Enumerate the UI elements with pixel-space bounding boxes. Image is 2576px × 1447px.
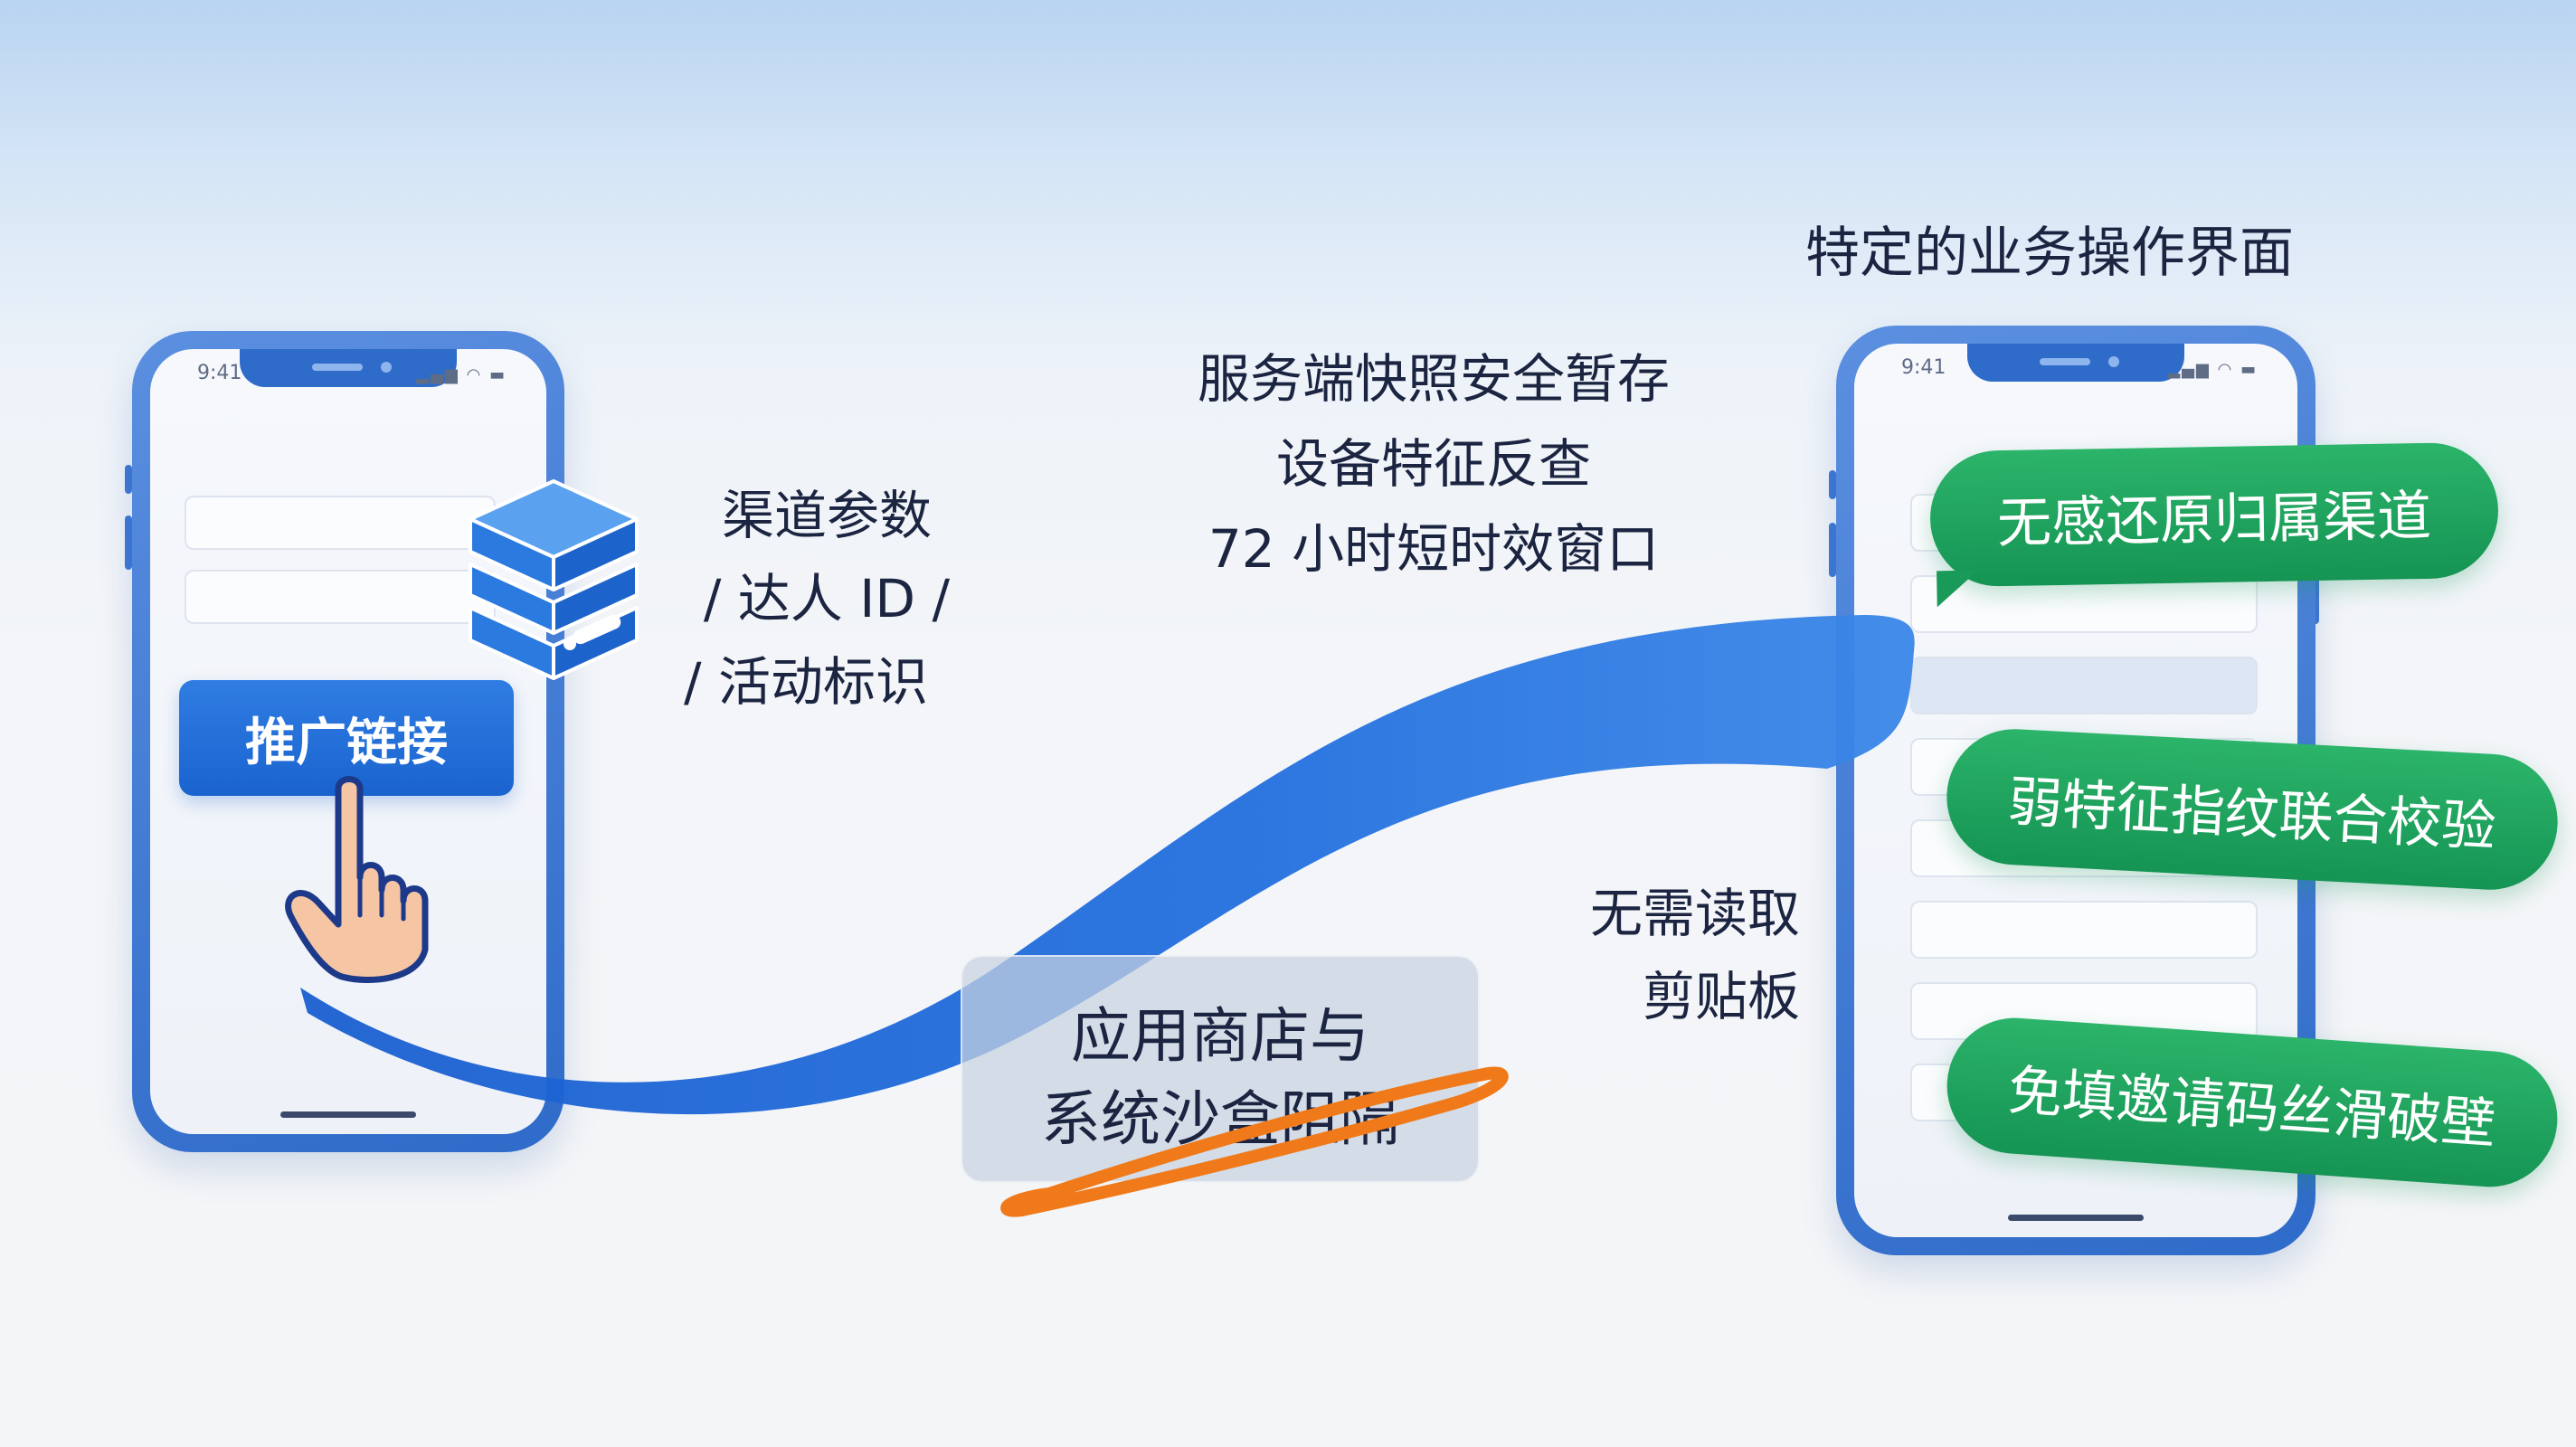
right-phone-status-time: 9:41 (1901, 356, 1946, 379)
sandbox-barrier-box: 应用商店与 系统沙盒阻隔 (961, 955, 1480, 1183)
right-phone-side-button (1829, 523, 1836, 577)
left-phone-home-bar (280, 1111, 416, 1118)
pill-fingerprint-check-label: 弱特征指纹联合校验 (2006, 770, 2498, 859)
flow-ribbon-shape (300, 615, 1915, 1115)
left-phone-input-field (185, 496, 496, 550)
pointing-hand-icon (285, 776, 429, 984)
left-phone-notch (240, 349, 457, 387)
pill-restore-channel-label: 无感还原归属渠道 (1996, 484, 2432, 555)
server-label-line3: 72 小时短时效窗口 (1208, 518, 1660, 580)
pill-no-invite-code-label: 免填邀请码丝滑破壁 (2005, 1058, 2498, 1157)
params-label-line3: / 活动标识 (684, 651, 928, 713)
pill-restore-channel: 无感还原归属渠道 (1928, 441, 2500, 608)
server-label-line2: 设备特征反查 (1275, 433, 1591, 495)
right-phone-list-row-highlight (1910, 657, 2258, 714)
server-label: 服务端快照安全暂存 设备特征反查 72 小时短时效窗口 (1167, 336, 1700, 591)
left-phone-input-field (185, 570, 496, 624)
right-phone-status-icons: ▂▄▆ ◠ ▬ (2167, 360, 2258, 379)
sandbox-label-line1: 应用商店与 (1071, 1001, 1369, 1071)
clipboard-label: 无需读取 剪贴板 (1538, 872, 1800, 1038)
params-label-line2: / 达人 ID / (703, 568, 950, 629)
right-phone-home-bar (2008, 1215, 2144, 1221)
params-label-line1: 渠道参数 (721, 485, 932, 546)
right-phone-notch (1967, 344, 2184, 382)
left-phone-side-button (125, 465, 132, 494)
strikethrough-scribble (1000, 1066, 1509, 1217)
right-phone-side-button (1829, 470, 1836, 499)
left-phone-side-button (125, 515, 132, 570)
right-phone-title: 特定的业务操作界面 (1805, 222, 2294, 285)
right-phone-side-button (2312, 543, 2319, 624)
server-label-line1: 服务端快照安全暂存 (1197, 348, 1670, 410)
database-stack-icon (469, 479, 639, 680)
params-label: 渠道参数 / 达人 ID / / 活动标识 (651, 474, 950, 724)
clipboard-label-line1: 无需读取 (1589, 883, 1800, 944)
right-phone-list-row (1910, 901, 2258, 959)
clipboard-label-line2: 剪贴板 (1642, 966, 1800, 1027)
pill-tail (1937, 570, 1979, 608)
left-phone-status-time: 9:41 (197, 362, 242, 384)
left-phone-status-icons: ▂▄▆ ◠ ▬ (416, 365, 507, 384)
